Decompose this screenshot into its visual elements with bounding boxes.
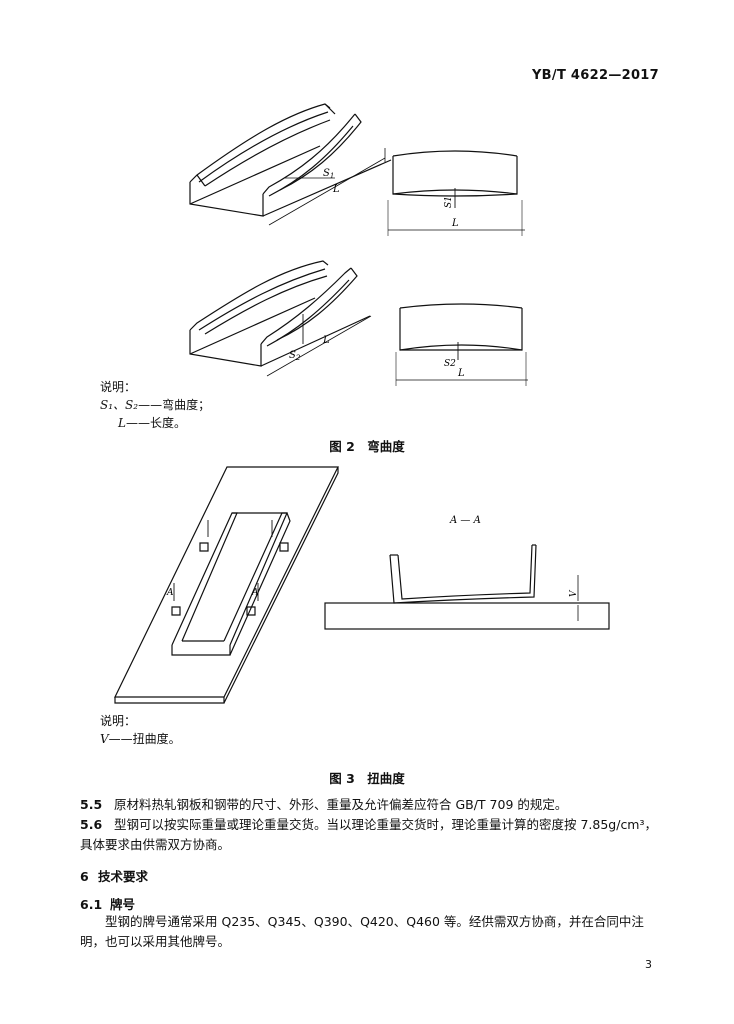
figure3-caption: 图 3 扭曲度 <box>329 771 405 786</box>
section-6-1-text: 型钢的牌号通常采用 Q235、Q345、Q390、Q420、Q460 等。经供需… <box>80 914 644 949</box>
clause-number: 5.5 <box>80 797 103 812</box>
s1-label: S1 <box>323 168 334 180</box>
s1-label-profile: S1 <box>444 196 454 208</box>
figure2-legend: 说明： S₁、S₂——弯曲度； L——长度。 <box>100 378 210 432</box>
figure3-plate: A A <box>114 466 339 704</box>
figure3-section: A — A V <box>324 515 610 630</box>
s2-label-profile: S2 <box>444 359 456 369</box>
a-label-right: A <box>251 588 259 598</box>
figure3-legend: 说明： V——扭曲度。 <box>100 712 181 748</box>
l-label-bottom: L <box>322 335 330 346</box>
v-label: V <box>569 589 579 597</box>
clause-5-6: 5.6 型钢可以按实际重量或理论重量交货。当以理论重量交货时，理论重量计算的密度… <box>80 815 665 855</box>
l-label-profile-top: L <box>451 218 459 229</box>
l-label-profile-bottom: L <box>457 368 465 379</box>
figure2-channel-top: S1 L <box>189 103 392 226</box>
legend-line: S₁、S₂——弯曲度； <box>100 398 211 412</box>
legend-title: 说明： <box>100 380 137 394</box>
clause-text: 原材料热轧钢板和钢带的尺寸、外形、重量及允许偏差应符合 GB/T 709 的规定… <box>113 797 568 812</box>
clause-number: 5.6 <box>80 817 103 832</box>
legend-title: 说明： <box>100 714 137 728</box>
a-label-left: A <box>166 588 174 598</box>
s2-label: S2 <box>289 350 301 362</box>
clause-5-5: 5.5 原材料热轧钢板和钢带的尺寸、外形、重量及允许偏差应符合 GB/T 709… <box>80 795 665 815</box>
standard-code: YB/T 4622—2017 <box>531 68 659 83</box>
clause-text: 型钢可以按实际重量或理论重量交货。当以理论重量交货时，理论重量计算的密度按 7.… <box>80 817 657 852</box>
page-number: 3 <box>645 958 652 971</box>
section-label: A — A <box>449 515 481 526</box>
figure2-caption: 图 2 弯曲度 <box>329 439 405 454</box>
figure2-channel-bottom: S2 L <box>189 260 372 377</box>
legend-line: L——长度。 <box>118 416 186 430</box>
legend-line: V——扭曲度。 <box>100 732 181 746</box>
figure2-profile-bottom: S2 L <box>395 303 528 386</box>
figure2-profile-top: S1 L <box>387 150 525 236</box>
l-label-top: L <box>332 184 340 195</box>
